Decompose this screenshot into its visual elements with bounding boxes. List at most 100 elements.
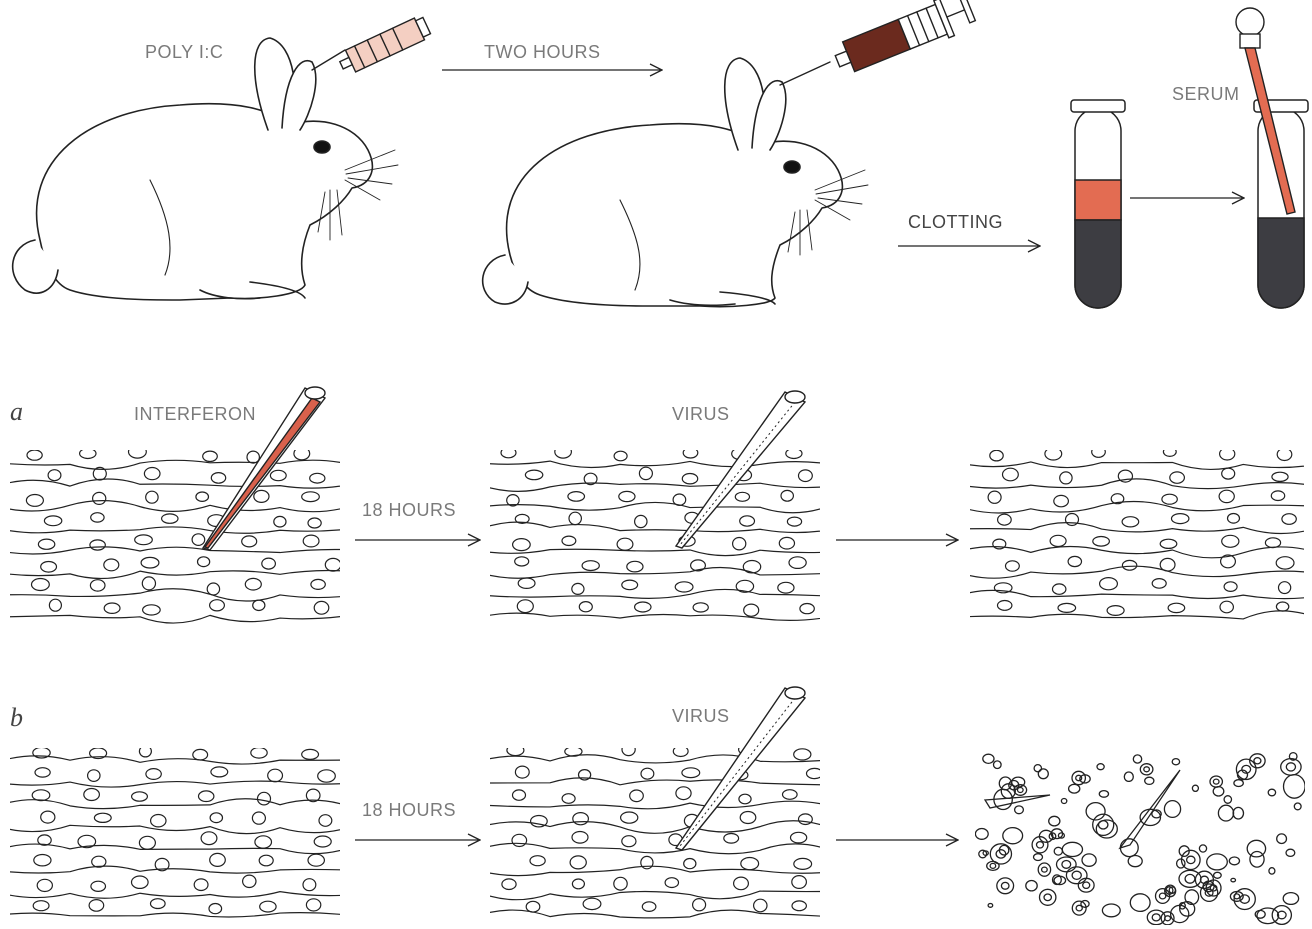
cell-nucleus [734,877,749,890]
cell-nucleus [993,539,1006,549]
row-a-18-hours-label: 18 HOURS [362,500,456,521]
cell-debris [1294,803,1301,810]
cell-nucleus [665,878,678,888]
cell-layer-a3 [960,441,1312,644]
cell-nucleus [243,875,256,887]
cell-membrane [0,501,350,512]
cell-nucleus [1172,514,1189,524]
cell-nucleus [1006,561,1020,571]
cell-nucleus [302,492,320,502]
cell-nucleus [1160,558,1175,571]
cell-debris [1130,894,1150,912]
cell-nucleus [151,899,166,909]
cell-nucleus [1220,601,1233,613]
cell-debris-core [1001,882,1009,889]
cell-nucleus [562,536,576,545]
cell-debris [1210,776,1222,787]
cell-nucleus [1122,517,1139,527]
cell-membrane [480,801,830,809]
cell-membrane [960,590,1312,598]
cell-debris [1272,906,1291,925]
cell-membrane [0,437,350,445]
cell-nucleus [572,832,588,844]
cell-membrane [0,733,350,744]
cell-nucleus [754,899,767,912]
cell-debris [1015,806,1024,814]
cell-nucleus [259,855,273,866]
cell-nucleus [142,577,155,590]
cell-debris-core [1185,874,1195,883]
cell-nucleus [627,561,643,572]
cell-debris-core [1254,758,1261,764]
cell-nucleus [517,600,533,613]
cell-nucleus [799,814,813,825]
cell-membrane [480,436,830,446]
cell-nucleus [84,789,100,801]
row-a-letter: a [10,397,23,427]
cell-membrane [960,634,1312,644]
cell-nucleus [1060,472,1072,484]
cell-debris [1072,901,1086,915]
cell-nucleus [139,746,151,757]
cell-nucleus [786,449,802,459]
cell-debris-core [1187,856,1195,863]
cell-debris [1034,854,1043,861]
cell-nucleus [515,766,529,778]
cell-nucleus [48,470,61,481]
cell-membrane [0,615,350,623]
cell-nucleus [1054,495,1069,506]
cell-nucleus [90,580,105,591]
cell-nucleus [512,834,527,846]
cell-debris [1124,772,1133,781]
cell-debris [988,904,993,908]
cell-nucleus [201,832,217,845]
cell-nucleus [311,579,325,589]
cell-nucleus [526,901,540,912]
cell-nucleus [572,583,584,594]
row-a-virus-label: VIRUS [672,404,730,425]
cell-nucleus [614,451,627,461]
cell-debris [1072,771,1085,784]
cell-nucleus [530,856,545,866]
cell-nucleus [1228,514,1240,524]
cell-nucleus [1282,514,1296,525]
cell-membrane [0,866,350,873]
cell-nucleus [80,449,96,459]
cell-nucleus [143,605,161,615]
cell-nucleus [998,601,1012,611]
cell-nucleus [1152,579,1166,589]
syringe-poly-icon [312,15,432,76]
cell-nucleus [675,582,693,592]
cell-nucleus [807,768,823,778]
cell-nucleus [789,557,806,569]
cell-nucleus [573,813,589,825]
cell-nucleus [1265,538,1280,548]
cell-nucleus [196,492,209,501]
cell-nucleus [34,855,51,866]
cell-nucleus [1170,472,1185,483]
cell-nucleus [513,539,531,551]
cell-nucleus [1092,447,1106,458]
cell-nucleus [1162,494,1177,504]
cell-nucleus [1271,491,1284,501]
serum-label: SERUM [1172,84,1240,105]
cell-debris [1003,828,1023,844]
cell-debris [1268,789,1275,796]
cell-debris-core [1076,775,1082,780]
cell-nucleus [260,901,276,912]
cell-nucleus [38,835,51,845]
cell-nucleus [555,446,572,459]
cell-nucleus [89,900,104,912]
cell-debris [1140,764,1153,775]
cell-nucleus [274,516,286,527]
cell-debris [994,761,1002,769]
cell-debris [1236,759,1256,779]
cell-nucleus [1050,535,1066,546]
cell-debris [1040,889,1056,905]
cell-nucleus [41,562,57,573]
cell-debris [1026,881,1037,891]
cell-nucleus [579,602,592,612]
cell-nucleus [740,516,755,526]
cell-nucleus [199,791,214,802]
cell-nucleus [1122,560,1136,570]
